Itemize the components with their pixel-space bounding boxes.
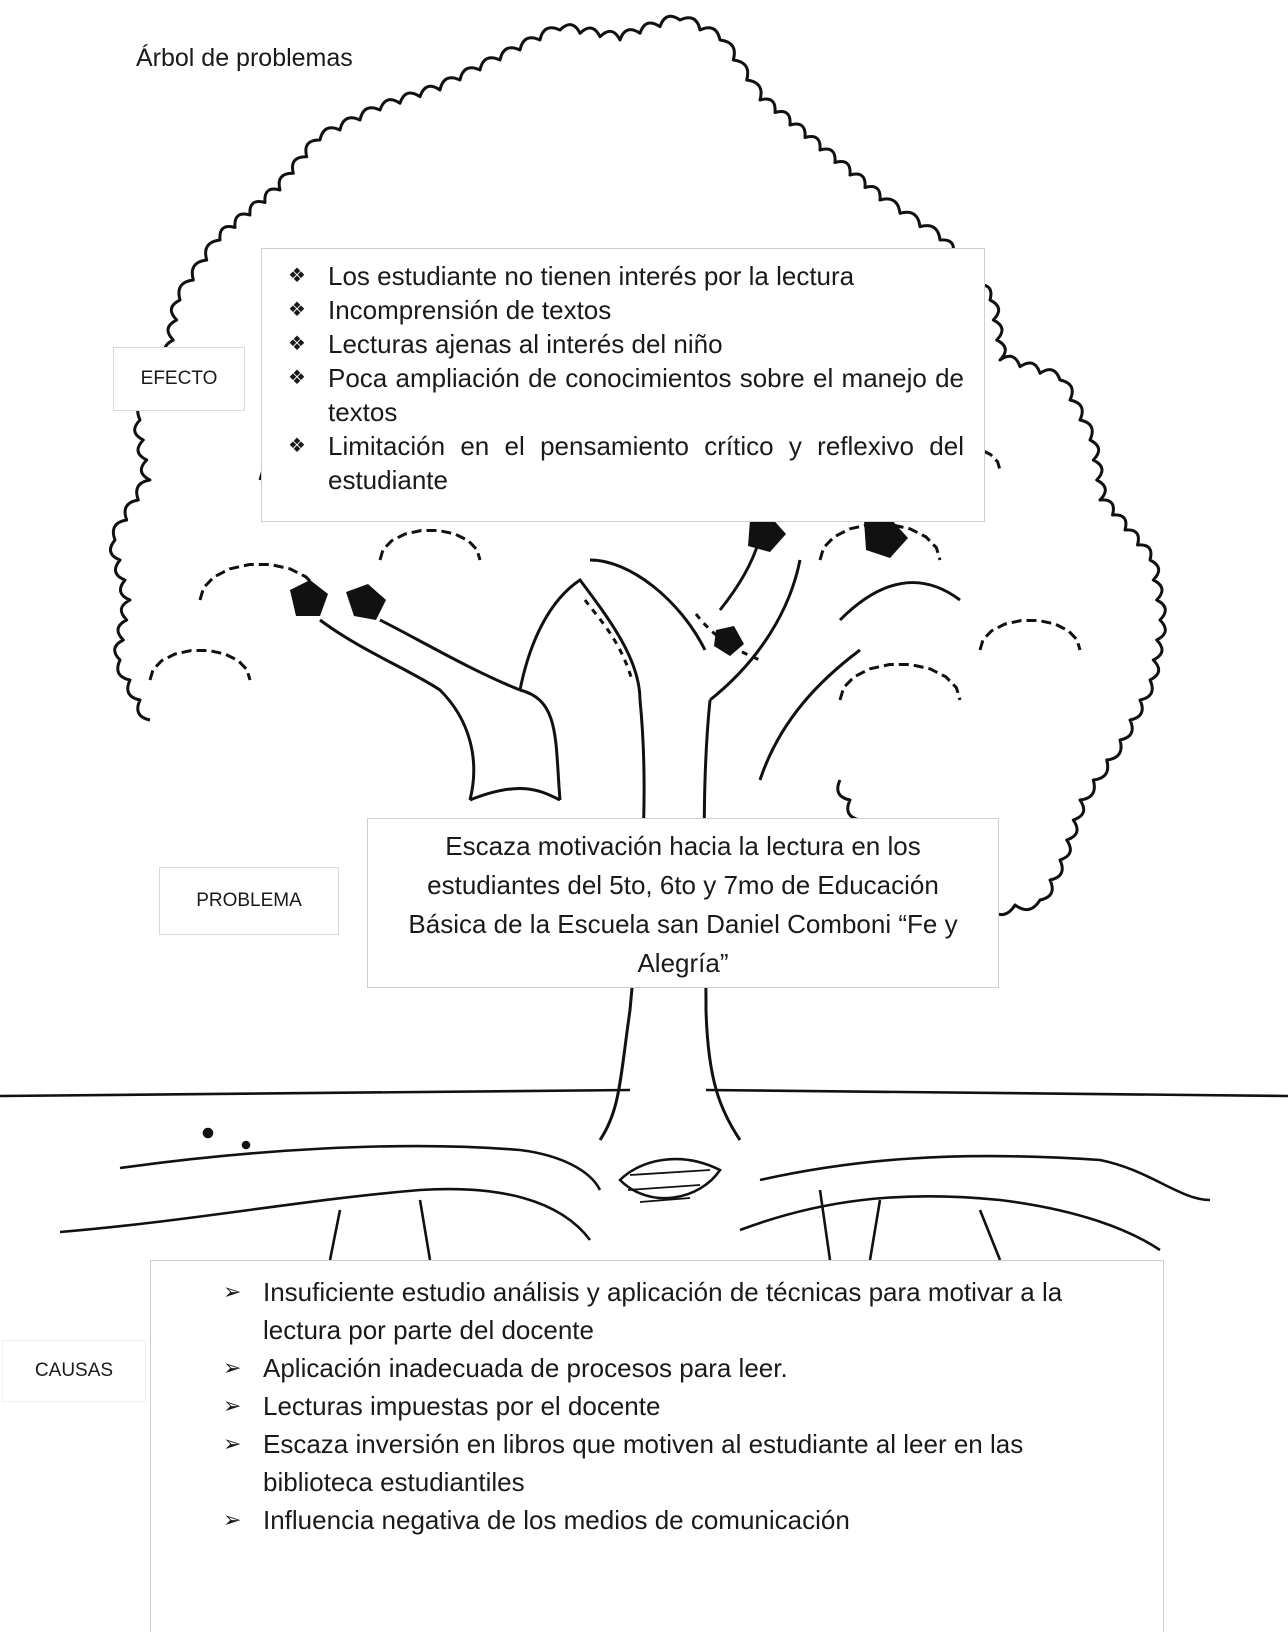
list-item: ➢Influencia negativa de los medios de co…	[151, 1501, 1163, 1539]
page-title: Árbol de problemas	[136, 44, 353, 72]
list-item: ➢Insuficiente estudio análisis y aplicac…	[151, 1273, 1163, 1349]
arrow-bullet-icon: ➢	[223, 1279, 242, 1304]
canopy-outline	[109, 14, 1167, 917]
effects-box: ❖Los estudiante no tienen interés por la…	[261, 248, 985, 522]
list-item: ❖Los estudiante no tienen interés por la…	[288, 261, 855, 291]
list-item: ❖Limitación en el pensamiento crítico y …	[288, 431, 964, 495]
list-item: ➢Escaza inversión en libros que motiven …	[151, 1425, 1163, 1501]
list-item: ❖Poca ampliación de conocimientos sobre …	[288, 363, 964, 427]
diamond-bullet-icon: ❖	[288, 265, 306, 287]
problem-label: PROBLEMA	[159, 867, 339, 935]
causes-box: ➢Insuficiente estudio análisis y aplicac…	[150, 1260, 1164, 1632]
diamond-bullet-icon: ❖	[288, 435, 306, 457]
list-item: ❖Incomprensión de textos	[288, 295, 612, 325]
arrow-bullet-icon: ➢	[223, 1507, 242, 1532]
effects-list: ❖Los estudiante no tienen interés por la…	[262, 259, 984, 497]
ground	[0, 1088, 1288, 1261]
diamond-bullet-icon: ❖	[288, 333, 306, 355]
leaf-cluster	[978, 619, 1082, 651]
causes-list: ➢Insuficiente estudio análisis y aplicac…	[151, 1273, 1163, 1539]
diamond-bullet-icon: ❖	[288, 367, 306, 389]
problem-box: Escaza motivación hacia la lectura en lo…	[367, 818, 999, 988]
effect-label: EFECTO	[113, 347, 245, 411]
leaf-cluster	[198, 563, 322, 601]
diamond-bullet-icon: ❖	[288, 299, 306, 321]
leaf-cluster	[378, 529, 482, 561]
arrow-bullet-icon: ➢	[223, 1393, 242, 1418]
leaf-cluster	[838, 663, 962, 701]
list-item: ➢Aplicación inadecuada de procesos para …	[151, 1349, 1163, 1387]
list-item: ➢Lecturas impuestas por el docente	[151, 1387, 1163, 1425]
causes-label: CAUSAS	[2, 1340, 146, 1402]
leaf-cluster	[148, 649, 252, 681]
tree-trunk	[319, 479, 961, 1141]
dark-foliage	[290, 516, 908, 656]
arrow-bullet-icon: ➢	[223, 1355, 242, 1380]
arrow-bullet-icon: ➢	[223, 1431, 242, 1456]
list-item: ❖Lecturas ajenas al interés del niño	[288, 329, 723, 359]
